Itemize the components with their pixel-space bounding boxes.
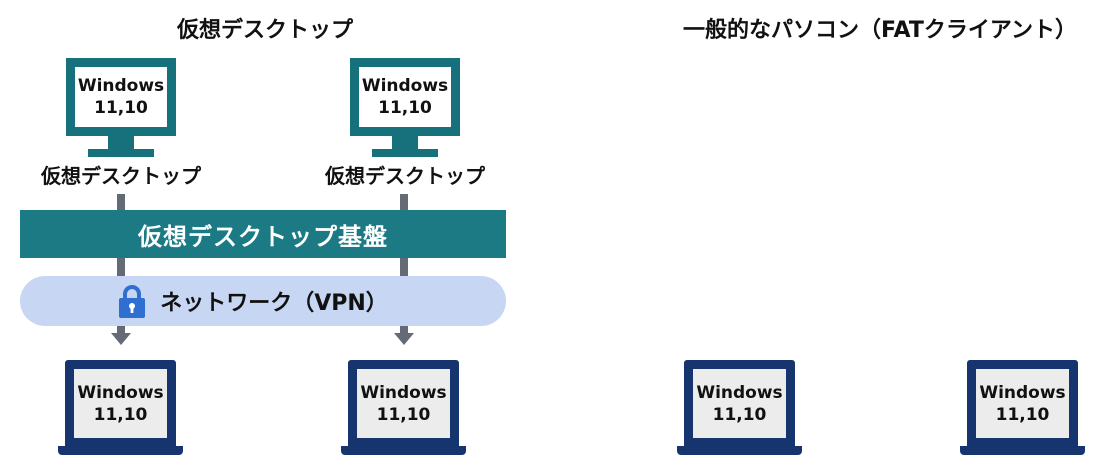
laptop-base: [960, 446, 1085, 455]
connector-arrow-2: [394, 333, 414, 345]
os-name: Windows: [77, 382, 164, 403]
connector-arrow-1: [111, 333, 131, 345]
os-name: Windows: [979, 382, 1066, 403]
os-version: 11,10: [712, 404, 767, 425]
connector-line-2: [400, 194, 408, 334]
os-version: 11,10: [995, 404, 1050, 425]
network-vpn-pill: ネットワーク（VPN）: [20, 276, 506, 326]
fat-client-heading: 一般的なパソコン（FATクライアント）: [683, 18, 1077, 43]
os-version: 11,10: [376, 404, 431, 425]
connector-line-1: [117, 194, 125, 334]
os-name: Windows: [360, 382, 447, 403]
vdi-platform-bar: 仮想デスクトップ基盤: [20, 210, 506, 258]
os-version: 11,10: [93, 404, 148, 425]
virtual-desktop-monitor-1: Windows 11,10: [66, 58, 176, 162]
monitor-screen: Windows 11,10: [66, 58, 176, 136]
virtual-desktop-heading: 仮想デスクトップ: [176, 18, 353, 43]
lock-icon: [119, 285, 146, 318]
virtual-desktop-label-1: 仮想デスクトップ: [41, 164, 201, 188]
laptop-2: Windows 11,10: [341, 360, 466, 458]
monitor-base: [88, 149, 154, 157]
monitor-neck: [108, 136, 134, 149]
laptop-screen: Windows 11,10: [348, 360, 459, 446]
os-version: 11,10: [94, 98, 148, 118]
laptop-3: Windows 11,10: [677, 360, 802, 458]
virtual-desktop-monitor-2: Windows 11,10: [350, 58, 460, 162]
laptop-screen: Windows 11,10: [65, 360, 176, 446]
monitor-neck: [392, 136, 418, 149]
network-label: ネットワーク（VPN）: [160, 291, 388, 316]
monitor-screen: Windows 11,10: [350, 58, 460, 136]
laptop-screen: Windows 11,10: [967, 360, 1078, 446]
laptop-base: [677, 446, 802, 455]
laptop-base: [341, 446, 466, 455]
laptop-base: [58, 446, 183, 455]
laptop-4: Windows 11,10: [960, 360, 1085, 458]
os-name: Windows: [77, 76, 165, 96]
virtual-desktop-label-2: 仮想デスクトップ: [325, 164, 485, 188]
monitor-base: [372, 149, 438, 157]
os-name: Windows: [696, 382, 783, 403]
os-name: Windows: [361, 76, 449, 96]
laptop-1: Windows 11,10: [58, 360, 183, 458]
laptop-screen: Windows 11,10: [684, 360, 795, 446]
os-version: 11,10: [378, 98, 432, 118]
platform-label: 仮想デスクトップ基盤: [138, 222, 388, 251]
